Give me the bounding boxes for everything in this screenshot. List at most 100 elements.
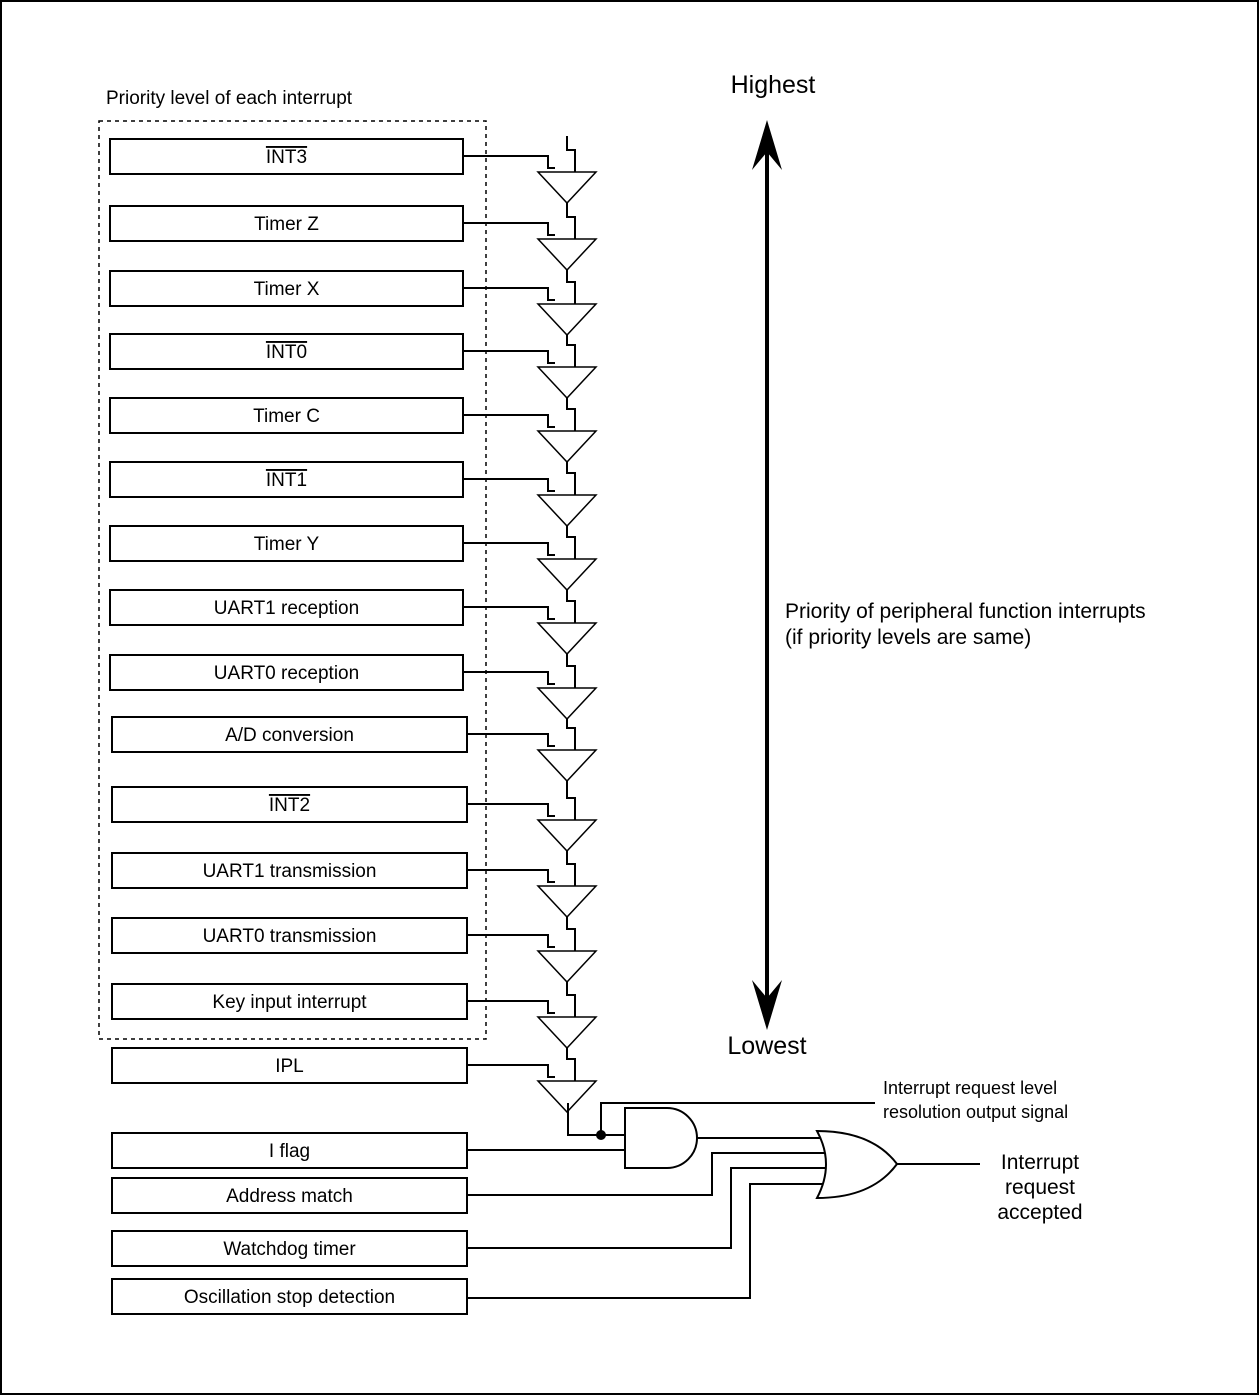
chain-input-wire <box>463 222 555 236</box>
arrow-down-head <box>752 980 782 1030</box>
priority-label-int3: INT3 <box>266 147 307 168</box>
priority-label-uart1-transmission: UART1 transmission <box>203 861 377 882</box>
chain-link-wire <box>566 526 576 559</box>
priority-group-title: Priority level of each interrupt <box>106 88 353 109</box>
priority-box-uart0-reception <box>109 654 464 691</box>
priority-group-box <box>98 120 487 1040</box>
priority-box-int0 <box>109 333 464 370</box>
chain-link-wire <box>566 917 576 951</box>
priority-label-timer-z: Timer Z <box>254 214 319 235</box>
priority-label-int0: INT0 <box>266 342 307 363</box>
chain-link-wire <box>566 270 576 304</box>
chain-link-wire <box>566 654 576 688</box>
priority-comparator-triangle <box>536 558 598 592</box>
osc-stop-label: Oscillation stop detection <box>184 1287 395 1308</box>
priority-box-uart0-transmission <box>111 917 468 954</box>
i-flag-label: I flag <box>269 1141 310 1162</box>
arrow-up-head <box>752 120 782 170</box>
signal-label-line1: Interrupt request level <box>883 1078 1057 1098</box>
chain-input-wire <box>463 287 555 301</box>
chain-input-wire <box>463 606 555 620</box>
priority-label-timer-y: Timer Y <box>254 534 320 555</box>
chain-input-wire <box>463 542 555 556</box>
chain-link-wire <box>566 462 576 495</box>
priority-label-int1: INT1 <box>266 470 307 491</box>
priority-comparator-triangle <box>536 303 598 337</box>
priority-box-a-d-conversion <box>111 716 468 753</box>
priority-comparator-triangle <box>536 1080 598 1114</box>
priority-comparator-triangle <box>536 819 598 853</box>
output-label-line2: request <box>1005 1176 1075 1199</box>
chain-link-wire <box>566 851 576 886</box>
chain-link-wire <box>566 136 576 172</box>
priority-label-key-input-interrupt: Key input interrupt <box>212 992 367 1013</box>
priority-comparator-triangle <box>536 1016 598 1050</box>
chain-link-wire <box>566 719 576 750</box>
chain-input-wire <box>467 803 555 817</box>
chain-link-wire <box>566 398 576 431</box>
resolution-output-wire <box>567 1103 601 1136</box>
priority-resolution-chain <box>463 136 598 1114</box>
osc-stop-box <box>111 1278 468 1315</box>
priority-comparator-triangle <box>536 749 598 783</box>
i-flag-box <box>111 1132 468 1169</box>
chain-input-wire <box>463 478 555 492</box>
priority-box-timer-c <box>109 397 464 434</box>
or-gate <box>815 1129 899 1200</box>
priority-comparator-triangle <box>536 950 598 984</box>
lowest-label: Lowest <box>727 1032 806 1060</box>
output-label-line3: accepted <box>997 1201 1082 1224</box>
highest-label: Highest <box>731 71 816 99</box>
chain-input-wire <box>463 671 555 685</box>
and-gate <box>624 1107 698 1169</box>
priority-label-uart1-reception: UART1 reception <box>214 598 359 619</box>
chain-input-wire <box>467 1064 555 1078</box>
priority-comparator-triangle <box>536 366 598 400</box>
chain-input-wire <box>467 733 555 747</box>
priority-comparator-triangle <box>536 430 598 464</box>
priority-label-uart0-reception: UART0 reception <box>214 663 359 684</box>
chain-link-wire <box>566 590 576 623</box>
address-match-box <box>111 1177 468 1214</box>
priority-box-timer-z <box>109 205 464 242</box>
ipl-label: IPL <box>275 1056 304 1077</box>
chain-input-wire <box>463 414 555 428</box>
chain-link-wire <box>566 781 576 820</box>
priority-box-timer-y <box>109 525 464 562</box>
priority-comparator-triangle <box>536 494 598 528</box>
priority-comparator-triangle <box>536 885 598 919</box>
scale-caption-line2: (if priority levels are same) <box>785 626 1031 649</box>
priority-box-int3 <box>109 138 464 175</box>
priority-box-int1 <box>109 461 464 498</box>
priority-label-uart0-transmission: UART0 transmission <box>203 926 377 947</box>
watchdog-timer-label: Watchdog timer <box>223 1239 356 1260</box>
chain-input-wire <box>463 155 555 169</box>
priority-box-uart1-reception <box>109 589 464 626</box>
address-match-wire <box>467 1152 828 1196</box>
output-label-line1: Interrupt <box>1001 1151 1079 1174</box>
ipl-box <box>111 1047 468 1084</box>
priority-box-int2 <box>111 786 468 823</box>
priority-label-timer-x: Timer X <box>254 279 320 300</box>
priority-box-uart1-transmission <box>111 852 468 889</box>
priority-comparator-triangle <box>536 622 598 656</box>
scale-caption-line1: Priority of peripheral function interrup… <box>785 600 1146 623</box>
chain-link-wire <box>566 203 576 239</box>
address-match-label: Address match <box>226 1186 353 1207</box>
priority-comparator-triangle <box>536 687 598 721</box>
priority-comparator-triangle <box>536 238 598 272</box>
signal-label-line2: resolution output signal <box>883 1102 1068 1122</box>
watchdog-timer-box <box>111 1230 468 1267</box>
priority-label-int2: INT2 <box>269 795 310 816</box>
chain-link-wire <box>566 1048 576 1081</box>
chain-input-wire <box>467 869 555 883</box>
resolution-signal-wire <box>600 1102 875 1135</box>
priority-comparator-triangle <box>536 171 598 205</box>
priority-label-a-d-conversion: A/D conversion <box>225 725 354 746</box>
chain-link-wire <box>566 335 576 367</box>
watchdog-wire <box>467 1167 828 1249</box>
osc-stop-wire <box>467 1183 828 1299</box>
